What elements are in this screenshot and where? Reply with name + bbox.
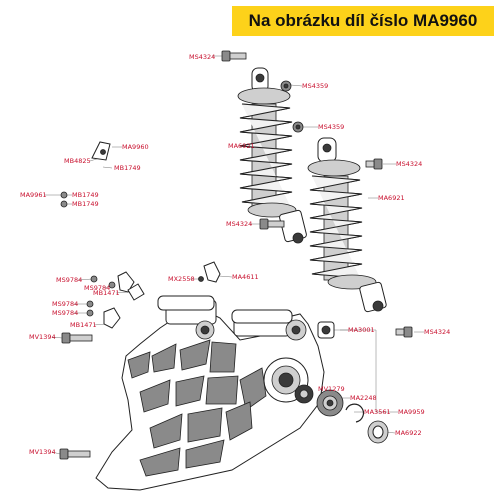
label-ma3001: MA3001: [348, 326, 375, 334]
label-ms9784-b: MS9784: [84, 284, 110, 292]
label-ms9784-c: MS9784: [52, 300, 78, 308]
wheel-bearing-group: [294, 384, 389, 444]
label-mv1394-b: MV1394: [29, 448, 56, 456]
axle-bolt-mv1394-b: [59, 448, 91, 460]
part-labels: MS4324 MS4359 MS4359 MA9960 MA6921 MS432…: [20, 53, 450, 456]
bushing-ma3001: [317, 321, 335, 339]
label-ms4324-right: MS4324: [396, 160, 422, 168]
bracket-ma9960: [91, 141, 111, 161]
clamp-group-lower: [86, 300, 121, 329]
axle-bolt-mv1394-a: [61, 332, 93, 344]
bolt-ms4324-mid: [259, 218, 285, 230]
left-shock-absorber: [237, 67, 307, 244]
label-mb1471-a: MB1471: [93, 289, 120, 297]
label-mx2558: MX2558: [168, 275, 195, 283]
label-mb1471-b: MB1471: [70, 321, 97, 329]
label-ma6922: MA6922: [395, 429, 422, 437]
label-ma4611: MA4611: [232, 273, 259, 281]
label-mb4825: MB4825: [64, 157, 91, 165]
label-ma9961: MA9961: [20, 191, 47, 199]
clamp-group-upper: [90, 271, 145, 301]
label-ms4324-mid: MS4324: [226, 220, 252, 228]
nut-ms4359-a: [280, 80, 292, 92]
leader-lines: [44, 55, 424, 455]
part-number-banner: Na obrázku díl číslo MA9960: [232, 6, 494, 36]
label-ms4324-low: MS4324: [424, 328, 450, 336]
label-ms4324-top: MS4324: [189, 53, 215, 61]
banner-text: Na obrázku díl číslo MA9960: [248, 11, 478, 30]
label-mb1749-c: MB1749: [72, 200, 99, 208]
label-mv1394-a: MV1394: [29, 333, 56, 341]
label-ma6921-left: MA6921: [228, 142, 255, 150]
label-ma6921-right: MA6921: [378, 194, 405, 202]
swingarm: [95, 295, 325, 491]
label-ma2248: MA2248: [350, 394, 377, 402]
label-ms9784-a: MS9784: [56, 276, 82, 284]
label-mb1749-a: MB1749: [114, 164, 141, 172]
label-mv1279: MV1279: [318, 385, 345, 393]
label-ma3561: MA3561: [364, 408, 391, 416]
label-mb1749-b: MB1749: [72, 191, 99, 199]
label-ms4359-b: MS4359: [318, 123, 344, 131]
nut-ms4359-b: [292, 121, 304, 133]
right-shock-absorber: [307, 137, 387, 313]
bolt-ms4324-low: [395, 326, 413, 338]
label-ms9784-d: MS9784: [52, 309, 78, 317]
clip-ma9961: [60, 191, 68, 208]
bracket-ma4611: [198, 261, 221, 283]
bolt-ms4324-right: [365, 158, 383, 170]
label-ms4359-a: MS4359: [302, 82, 328, 90]
label-ma9960: MA9960: [122, 143, 149, 151]
label-ma9959: MA9959: [398, 408, 425, 416]
bolt-ms4324-top: [221, 50, 247, 62]
